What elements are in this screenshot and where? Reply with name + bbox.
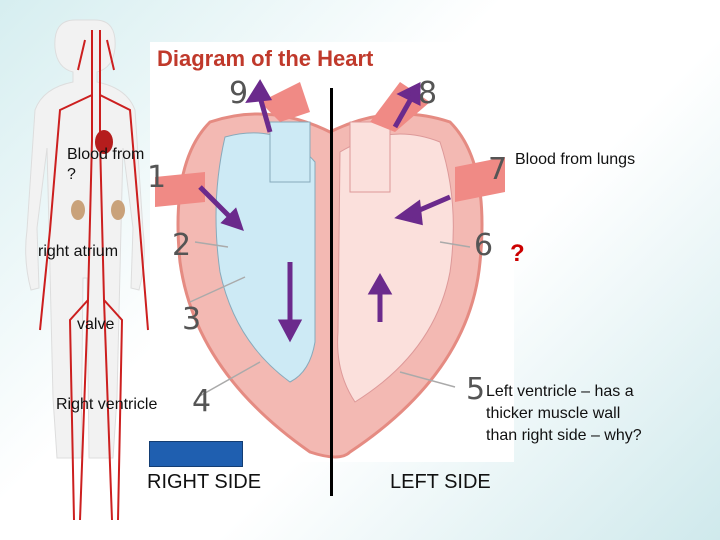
number-1: 1 — [147, 160, 166, 195]
label-left-ventricle-3: than right side – why? — [486, 427, 642, 445]
diagram-title: Diagram of the Heart — [157, 46, 374, 71]
number-6: 6 — [474, 228, 493, 263]
label-right-side: RIGHT SIDE — [147, 471, 261, 494]
number-2: 2 — [172, 228, 191, 263]
label-left-ventricle-2: thicker muscle wall — [486, 405, 620, 423]
number-7: 7 — [488, 152, 507, 187]
number-9: 9 — [229, 76, 248, 111]
label-blood-from-question: ? — [67, 166, 76, 184]
answer-box[interactable] — [149, 441, 243, 467]
center-divider — [330, 88, 333, 496]
label-left-side: LEFT SIDE — [390, 471, 491, 494]
label-blood-from-lungs: Blood from lungs — [515, 151, 635, 169]
body-circulation-figure — [0, 0, 160, 540]
label-valve: valve — [77, 316, 114, 334]
label-right-atrium: right atrium — [38, 243, 118, 261]
number-3: 3 — [182, 302, 201, 337]
label-question-mark: ? — [510, 240, 525, 268]
number-4: 4 — [192, 384, 211, 419]
number-5: 5 — [466, 372, 485, 407]
label-left-ventricle-1: Left ventricle – has a — [486, 383, 634, 401]
label-blood-from: Blood from — [67, 146, 144, 164]
label-right-ventricle: Right ventricle — [56, 396, 157, 414]
number-8: 8 — [418, 76, 437, 111]
